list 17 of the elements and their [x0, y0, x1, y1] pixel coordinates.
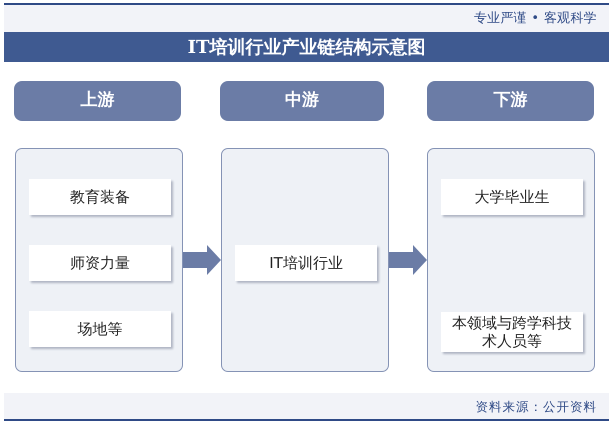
stage-header: 中游 [220, 81, 384, 121]
item-card: 场地等 [29, 311, 171, 347]
item-card: 师资力量 [29, 245, 171, 281]
stage-panel [15, 148, 183, 372]
item-card: 教育装备 [29, 179, 171, 215]
source-note: 资料来源：公开资料 [476, 398, 597, 416]
item-card: 大学毕业生 [441, 179, 583, 215]
slogan-text: 专业严谨 • 客观科学 [474, 10, 597, 28]
item-card: IT培训行业 [235, 245, 377, 281]
arrow [389, 245, 427, 275]
title-bar: IT培训行业产业链结构示意图 [4, 32, 609, 62]
stage-panel [427, 148, 595, 372]
item-card: 本领域与跨学科技术人员等 [441, 312, 583, 352]
arrow [183, 245, 221, 275]
stage-header: 上游 [14, 81, 181, 121]
stage-header: 下游 [427, 81, 594, 121]
stage-panel [221, 148, 389, 372]
